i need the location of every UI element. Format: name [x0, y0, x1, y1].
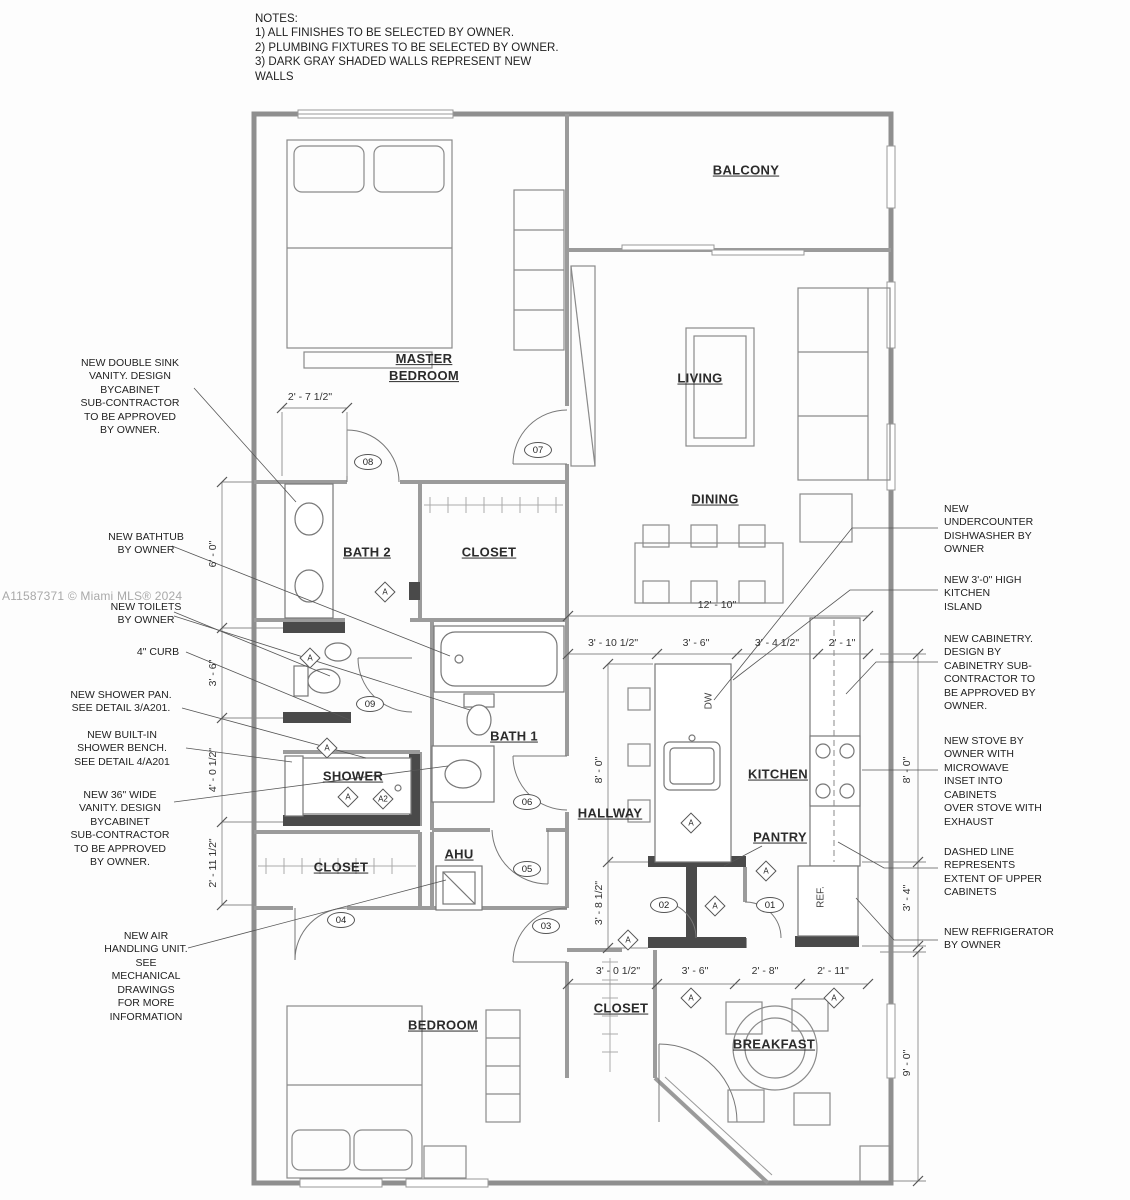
leader-lines — [171, 387, 938, 949]
section-marker: A — [680, 987, 702, 1009]
door-tag-08: 08 — [354, 454, 382, 470]
marker-label: A — [831, 993, 837, 1003]
dim-kitchen-right-h: 8' - 0" — [901, 756, 913, 784]
closet-hangers — [258, 497, 618, 1072]
fixtures — [284, 483, 861, 937]
room-label-kitchen: KITCHEN — [748, 766, 808, 782]
room-label-master-bedroom: MASTER BEDROOM — [389, 351, 459, 383]
windows — [297, 109, 896, 1188]
dim-breakfast-right-h: 9' - 0" — [901, 1049, 913, 1077]
room-label-pantry: PANTRY — [753, 829, 807, 845]
door-tag-09: 09 — [356, 696, 384, 712]
dim-ref-right-h: 3' - 4" — [901, 884, 913, 912]
dimension-ticks — [216, 402, 924, 1187]
room-label-hallway: HALLWAY — [577, 805, 643, 821]
room-label-balcony: BALCONY — [712, 162, 780, 178]
annotation-cabinetry: NEW CABINETRY. DESIGN BY CABINETRY SUB- … — [944, 633, 1036, 713]
dim-bottom-1: 3' - 0 1/2" — [595, 965, 641, 977]
dim-left-closet: 2' - 11 1/2" — [207, 838, 219, 888]
room-label-closet-bottom: CLOSET — [593, 1000, 649, 1016]
dim-kitchen-3: 3' - 4 1/2" — [754, 637, 800, 649]
room-label-ahu: AHU — [444, 846, 474, 862]
annotation-bathtub: NEW BATHTUB BY OWNER — [108, 531, 184, 557]
room-label-dining: DINING — [691, 491, 739, 507]
marker-label: A — [688, 993, 694, 1003]
dim-dining-width: 12' - 10" — [697, 599, 737, 611]
section-marker: A — [337, 786, 359, 808]
section-marker: A — [617, 929, 639, 951]
dim-left-shower-top: 3' - 6" — [207, 659, 219, 687]
room-label-closet-top: CLOSET — [461, 544, 517, 560]
dim-kitchen-1: 3' - 10 1/2" — [587, 637, 639, 649]
annotation-curb: 4" CURB — [136, 646, 180, 658]
dim-left-bath: 6' - 0" — [207, 540, 219, 568]
annotation-double-sink-vanity: NEW DOUBLE SINK VANITY. DESIGN BYCABINET… — [80, 357, 180, 437]
annotation-dashed-line: DASHED LINE REPRESENTS EXTENT OF UPPER C… — [944, 846, 1042, 899]
mls-watermark: A11587371 © Miami MLS® 2024 — [2, 589, 183, 603]
marker-label: A — [307, 653, 313, 663]
room-label-breakfast: BREAKFAST — [732, 1036, 816, 1052]
doors — [294, 409, 782, 1123]
annotation-dishwasher: NEW UNDERCOUNTER DISHWASHER BY OWNER — [944, 503, 1034, 556]
section-marker-a2: A2 — [372, 788, 394, 810]
dim-master-door: 2' - 7 1/2" — [287, 391, 333, 403]
marker-label: A — [688, 818, 694, 828]
room-label-living: LIVING — [677, 370, 723, 386]
marker-label: A — [712, 901, 718, 911]
marker-label: A — [324, 743, 330, 753]
door-tag-03: 03 — [532, 918, 560, 934]
marker-label: A2 — [378, 794, 388, 804]
dim-bottom-2: 3' - 6" — [681, 965, 709, 977]
dim-kitchen-left-h: 8' - 0" — [593, 756, 605, 784]
dim-left-shower: 4' - 0 1/2" — [207, 747, 219, 793]
section-marker: A — [374, 581, 396, 603]
annotation-ahu: NEW AIR HANDLING UNIT. SEE MECHANICAL DR… — [104, 930, 188, 1023]
door-tag-04: 04 — [327, 912, 355, 928]
dim-bottom-3: 2' - 8" — [751, 965, 779, 977]
room-label-bedroom: BEDROOM — [408, 1017, 478, 1033]
refrigerator-label: REF. — [815, 886, 827, 908]
notes-block: NOTES: 1) ALL FINISHES TO BE SELECTED BY… — [255, 13, 559, 83]
door-tag-05: 05 — [513, 861, 541, 877]
door-tag-02: 02 — [650, 897, 678, 913]
annotation-vanity-36: NEW 36" WIDE VANITY. DESIGN BYCABINET SU… — [70, 789, 170, 869]
door-tag-01: 01 — [756, 897, 784, 913]
annotation-kitchen-island: NEW 3'-0" HIGH KITCHEN ISLAND — [944, 574, 1022, 613]
dim-kitchen-4: 2' - 1" — [828, 637, 856, 649]
room-label-bath2: BATH 2 — [343, 544, 391, 560]
annotation-shower-pan: NEW SHOWER PAN. SEE DETAIL 3/A201. — [70, 689, 172, 715]
section-marker: A — [316, 737, 338, 759]
door-tag-06: 06 — [513, 794, 541, 810]
annotation-stove: NEW STOVE BY OWNER WITH MICROWAVE INSET … — [944, 735, 1042, 828]
dim-bottom-4: 2' - 11" — [817, 965, 849, 977]
dim-pantry-left-h: 3' - 8 1/2" — [593, 880, 605, 926]
room-label-bath1: BATH 1 — [490, 728, 538, 744]
dim-kitchen-2: 3' - 6" — [682, 637, 710, 649]
marker-label: A — [345, 792, 351, 802]
annotation-refrigerator: NEW REFRIGERATOR BY OWNER — [944, 926, 1054, 952]
section-marker: A — [704, 895, 726, 917]
section-marker: A — [823, 987, 845, 1009]
section-marker: A — [755, 860, 777, 882]
marker-label: A — [382, 587, 388, 597]
section-marker: A — [680, 812, 702, 834]
annotation-shower-bench: NEW BUILT-IN SHOWER BENCH. SEE DETAIL 4/… — [74, 729, 170, 768]
room-label-shower: SHOWER — [322, 768, 384, 784]
room-label-closet-mid: CLOSET — [313, 859, 369, 875]
marker-label: A — [625, 935, 631, 945]
annotation-toilets: NEW TOILETS BY OWNER — [110, 601, 182, 627]
marker-label: A — [763, 866, 769, 876]
furniture — [286, 139, 891, 1183]
dishwasher-label: DW — [703, 692, 715, 710]
walls-outer — [251, 111, 894, 1186]
section-marker: A — [299, 647, 321, 669]
door-tag-07: 07 — [524, 442, 552, 458]
